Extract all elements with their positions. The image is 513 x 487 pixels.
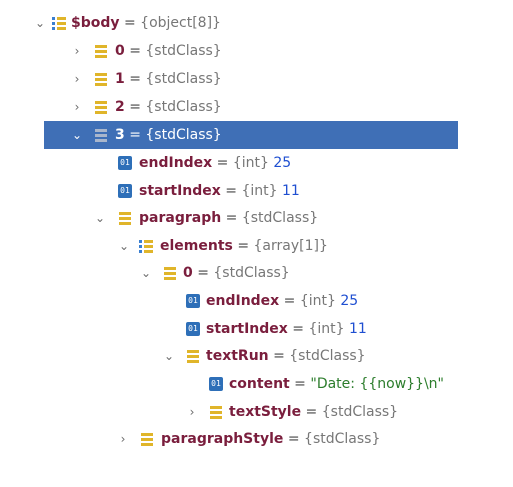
- chevron-down-icon[interactable]: ⌄: [118, 239, 130, 253]
- chevron-right-icon[interactable]: ›: [74, 72, 80, 86]
- object-icon: [94, 72, 108, 86]
- string-icon: 01: [209, 377, 223, 391]
- tree-row-paragraph[interactable]: ⌄ paragraph = {stdClass}: [94, 210, 319, 226]
- var-type: {object[8]}: [140, 15, 221, 31]
- tree-row-0[interactable]: › 0 = {stdClass}: [0, 37, 513, 65]
- object-icon: [140, 432, 154, 446]
- tree-row-textRun[interactable]: ⌄ textRun = {stdClass}: [163, 348, 366, 364]
- array-icon: [139, 239, 153, 253]
- tree-row-2[interactable]: › 2 = {stdClass}: [0, 93, 513, 121]
- chevron-down-icon[interactable]: ⌄: [34, 16, 46, 30]
- tree-row-paragraphStyle[interactable]: › paragraphStyle = {stdClass}: [0, 425, 513, 453]
- tree-row-3-selected[interactable]: ⌄ 3 = {stdClass}: [44, 121, 458, 149]
- object-icon: [94, 100, 108, 114]
- int-icon: 01: [118, 156, 132, 170]
- object-icon: [94, 44, 108, 58]
- int-icon: 01: [186, 294, 200, 308]
- tree-row-el0-endIndex[interactable]: 01 endIndex = {int} 25: [0, 287, 513, 315]
- int-icon: 01: [118, 184, 132, 198]
- chevron-right-icon[interactable]: ›: [120, 432, 126, 446]
- chevron-down-icon[interactable]: ⌄: [140, 266, 152, 280]
- chevron-right-icon[interactable]: ›: [189, 405, 195, 419]
- chevron-down-icon[interactable]: ⌄: [163, 349, 175, 363]
- array-icon: [52, 16, 66, 30]
- tree-row-el0-startIndex[interactable]: 01 startIndex = {int} 11: [0, 315, 513, 343]
- chevron-right-icon[interactable]: ›: [74, 100, 80, 114]
- chevron-right-icon[interactable]: ›: [74, 44, 80, 58]
- var-name: $body: [71, 15, 120, 31]
- tree-row-textStyle[interactable]: › textStyle = {stdClass}: [0, 398, 513, 426]
- object-icon: [94, 128, 108, 142]
- tree-row-content[interactable]: 01 content = "Date: {{now}}\n": [0, 370, 513, 398]
- tree-row-elements[interactable]: ⌄ elements = {array[1]}: [118, 238, 328, 254]
- object-icon: [163, 266, 177, 280]
- object-icon: [186, 349, 200, 363]
- chevron-down-icon[interactable]: ⌄: [94, 211, 106, 225]
- tree-row-startIndex[interactable]: 01 startIndex = {int} 11: [0, 177, 513, 205]
- object-icon: [118, 211, 132, 225]
- tree-row-endIndex[interactable]: 01 endIndex = {int} 25: [0, 149, 513, 177]
- object-icon: [209, 405, 223, 419]
- tree-row-body[interactable]: ⌄ $body = {object[8]}: [34, 15, 221, 31]
- int-icon: 01: [186, 322, 200, 336]
- tree-row-1[interactable]: › 1 = {stdClass}: [0, 65, 513, 93]
- chevron-down-icon[interactable]: ⌄: [71, 128, 83, 142]
- tree-row-elements-0[interactable]: ⌄ 0 = {stdClass}: [140, 265, 290, 281]
